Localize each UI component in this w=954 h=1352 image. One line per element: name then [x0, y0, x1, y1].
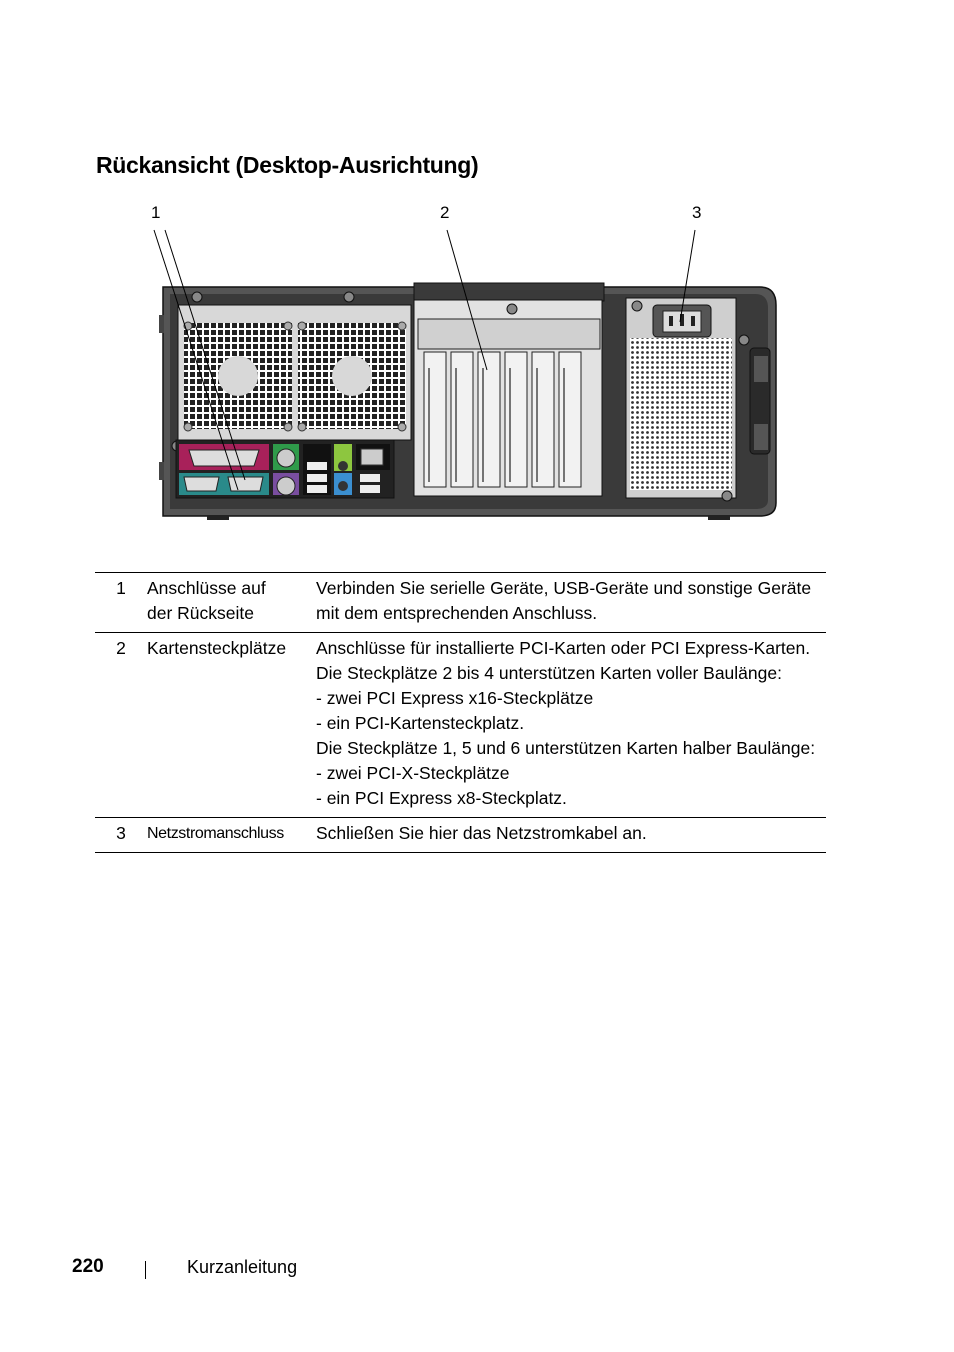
legend-row: 1 Anschlüsse auf der Rückseite Verbinden Si…: [95, 572, 826, 633]
legend-description-line: Anschlüsse für installierte PCI-Karten o…: [316, 638, 811, 658]
legend-description-line: mit dem entsprechenden Anschluss.: [316, 603, 598, 623]
legend-description-line: - ein PCI Express x8-Steckplatz.: [316, 788, 567, 808]
legend-description: Anschlüsse für installierte PCI-Karten o…: [316, 633, 826, 818]
callout-3: 3: [692, 203, 702, 222]
legend-description: Schließen Sie hier das Netzstromkabel an…: [316, 818, 826, 853]
page-title: Rückansicht (Desktop-Ausrichtung): [96, 152, 479, 178]
footer-divider: [145, 1261, 146, 1279]
footer-section-title: Kurzanleitung: [187, 1257, 298, 1277]
legend-description-line: Verbinden Sie serielle Geräte, USB-Gerät…: [316, 578, 812, 598]
legend-term: Anschlüsse auf der Rückseite: [147, 573, 316, 633]
legend-number: 1: [116, 578, 126, 598]
legend-term-line: Anschlüsse auf: [147, 578, 266, 598]
legend-description-line: - zwei PCI-X-Steckplätze: [316, 763, 510, 783]
legend-term: Netzstromanschluss: [147, 818, 316, 853]
legend-row: 3 Netzstromanschluss Schließen Sie hier da…: [95, 817, 826, 853]
legend-description: Verbinden Sie serielle Geräte, USB-Gerät…: [316, 573, 826, 633]
legend-description-line: - zwei PCI Express x16-Steckplätze: [316, 688, 594, 708]
legend-description-line: - ein PCI-Kartensteckplatz.: [316, 713, 525, 733]
legend-row: 2 Kartensteckplätze Anschlüsse für install…: [95, 632, 826, 818]
legend-description-line: Die Steckplätze 1, 5 und 6 unterstützen …: [316, 738, 816, 758]
page-number: 220: [72, 1256, 104, 1277]
legend-term-line: Kartensteckplätze: [147, 638, 287, 658]
legend-description-line: Die Steckplätze 2 bis 4 unterstützen Kar…: [316, 663, 782, 683]
legend-term-line: der Rückseite: [147, 603, 254, 623]
legend-number: 3: [116, 823, 126, 843]
legend-term: Kartensteckplätze: [147, 633, 316, 818]
legend-description-line: Schließen Sie hier das Netzstromkabel an…: [316, 823, 647, 843]
legend-term-line: Netzstromanschluss: [147, 825, 284, 842]
legend-number: 2: [116, 638, 126, 658]
callout-1: 1: [151, 203, 161, 222]
legend-table: 1 Anschlüsse auf der Rückseite Verbinden Si…: [95, 572, 826, 853]
callout-2: 2: [440, 203, 450, 222]
computer-rear-view-illustration: [153, 229, 777, 520]
